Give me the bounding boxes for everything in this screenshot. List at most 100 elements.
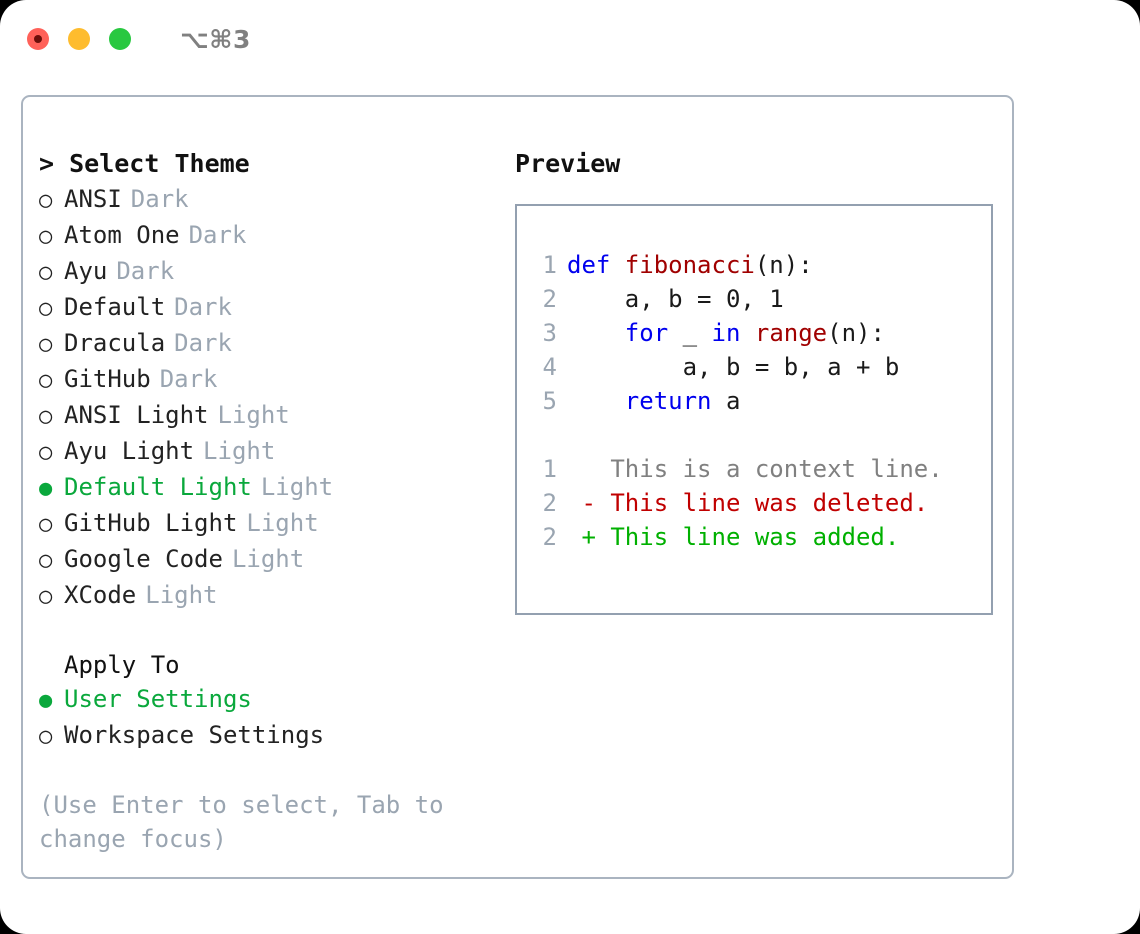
theme-option-tag: Dark (159, 365, 218, 393)
code-line: 3 for _ in range(n): (517, 316, 991, 350)
code-line-text: for _ in range(n): (567, 316, 885, 350)
line-number: 1 (542, 455, 557, 483)
line-number: 2 (542, 489, 557, 517)
diff-line: 2 + This line was added. (517, 520, 991, 554)
theme-option-github-light[interactable]: ○ GitHub Light Light (39, 506, 503, 542)
radio-unselected-icon: ○ (39, 404, 53, 429)
apply-to-option-label: User Settings (64, 685, 252, 713)
code-line: 5 return a (517, 384, 991, 418)
theme-option-label: ANSI (64, 185, 122, 213)
radio-unselected-icon: ○ (39, 260, 53, 285)
theme-option-label: GitHub Light (64, 509, 238, 537)
radio-selected-icon: ● (39, 688, 53, 713)
code-line-text: return a (567, 384, 741, 418)
theme-option-ayu-light[interactable]: ○ Ayu Light Light (39, 434, 503, 470)
theme-option-tag: Light (145, 581, 218, 609)
section-spacer (39, 614, 503, 648)
code-blank-line (517, 418, 991, 452)
keyboard-shortcut-label: ⌥⌘3 (180, 24, 251, 54)
radio-unselected-icon: ○ (39, 368, 53, 393)
code-line-text: a, b = b, a + b (567, 350, 900, 384)
code-token-kw: return (624, 387, 712, 415)
code-token-plain: _ (668, 319, 712, 347)
theme-option-label: Google Code (64, 545, 223, 573)
line-number: 5 (542, 387, 557, 415)
apply-to-option-workspace-settings[interactable]: ○Workspace Settings (39, 718, 503, 754)
apply-to-option-user-settings[interactable]: ● User Settings (39, 682, 503, 718)
radio-unselected-icon: ○ (39, 584, 53, 609)
title-bar: ⌥⌘3 (0, 0, 1140, 78)
code-token-plain (740, 319, 754, 347)
line-number: 3 (542, 319, 557, 347)
code-token-plain: a (711, 387, 741, 415)
code-token-plain (567, 387, 625, 415)
diff-line-text: - This line was deleted. (567, 489, 929, 517)
theme-option-tag: Light (260, 473, 334, 501)
theme-option-tag: Light (217, 401, 290, 429)
preview-title: Preview (515, 149, 621, 178)
line-number: 1 (542, 251, 557, 279)
theme-option-default[interactable]: ○ Default Dark (39, 290, 503, 326)
code-token-plain: a, b = b, a + b (567, 353, 900, 381)
theme-list-title: > Select Theme (39, 149, 250, 178)
theme-option-tag: Dark (130, 185, 189, 213)
code-token-plain: (n): (754, 251, 813, 279)
theme-option-label: Ayu Light (64, 437, 195, 465)
radio-unselected-icon: ○ (39, 332, 53, 357)
theme-option-tag: Dark (174, 293, 232, 321)
code-token-plain: (n): (827, 319, 885, 347)
theme-option-tag: Light (246, 509, 319, 537)
line-number: 4 (542, 353, 557, 381)
theme-option-xcode[interactable]: ○ XCode Light (39, 578, 503, 614)
diff-line-text: This is a context line. (567, 455, 943, 483)
line-number: 2 (542, 285, 557, 313)
radio-unselected-icon: ○ (39, 440, 53, 465)
radio-unselected-icon: ○ (39, 512, 53, 537)
code-line-text: def fibonacci(n): (567, 248, 813, 282)
code-line: 1 def fibonacci(n): (517, 248, 991, 282)
theme-option-label: Default Light (64, 473, 252, 501)
radio-unselected-icon: ○ (39, 548, 53, 573)
theme-option-ansi[interactable]: ○ ANSI Dark (39, 182, 503, 218)
radio-unselected-icon: ○ (39, 296, 53, 321)
code-token-kw: in (711, 319, 741, 347)
theme-option-tag: Dark (116, 257, 175, 285)
theme-option-label: Dracula (64, 329, 166, 357)
minimize-window-button[interactable] (68, 28, 90, 50)
keyboard-hint-text: (Use Enter to select, Tab to change focu… (39, 791, 459, 853)
code-line: 4 a, b = b, a + b (517, 350, 991, 384)
close-window-button[interactable] (27, 28, 49, 50)
diff-line: 1 This is a context line. (517, 452, 991, 486)
theme-option-tag: Light (203, 437, 276, 465)
code-token-fn: range (754, 319, 828, 347)
theme-option-label: GitHub (64, 365, 151, 393)
theme-option-tag: Dark (188, 221, 247, 249)
theme-option-label: ANSI Light (64, 401, 209, 429)
diff-sample: 1 This is a context line. 2 - This line w… (517, 452, 991, 554)
theme-option-default-light[interactable]: ● Default Light Light (39, 470, 503, 506)
theme-option-label: Default (64, 293, 166, 321)
maximize-window-button[interactable] (109, 28, 131, 50)
apply-to-title: Apply To (64, 651, 180, 679)
theme-option-label: Atom One (64, 221, 180, 249)
theme-option-tag: Dark (174, 329, 232, 357)
radio-unselected-icon: ○ (39, 188, 53, 213)
code-token-fn: fibonacci (624, 251, 755, 279)
theme-option-label: XCode (64, 581, 137, 609)
code-line-text: a, b = 0, 1 (567, 282, 784, 316)
apply-to-option-list: ● User Settings ○Workspace Settings (39, 682, 503, 754)
theme-option-ansi-light[interactable]: ○ ANSI Light Light (39, 398, 503, 434)
theme-option-dracula[interactable]: ○ Dracula Dark (39, 326, 503, 362)
radio-selected-icon: ● (39, 476, 53, 501)
diff-line-text: + This line was added. (567, 523, 900, 551)
theme-option-github[interactable]: ○ GitHub Dark (39, 362, 503, 398)
